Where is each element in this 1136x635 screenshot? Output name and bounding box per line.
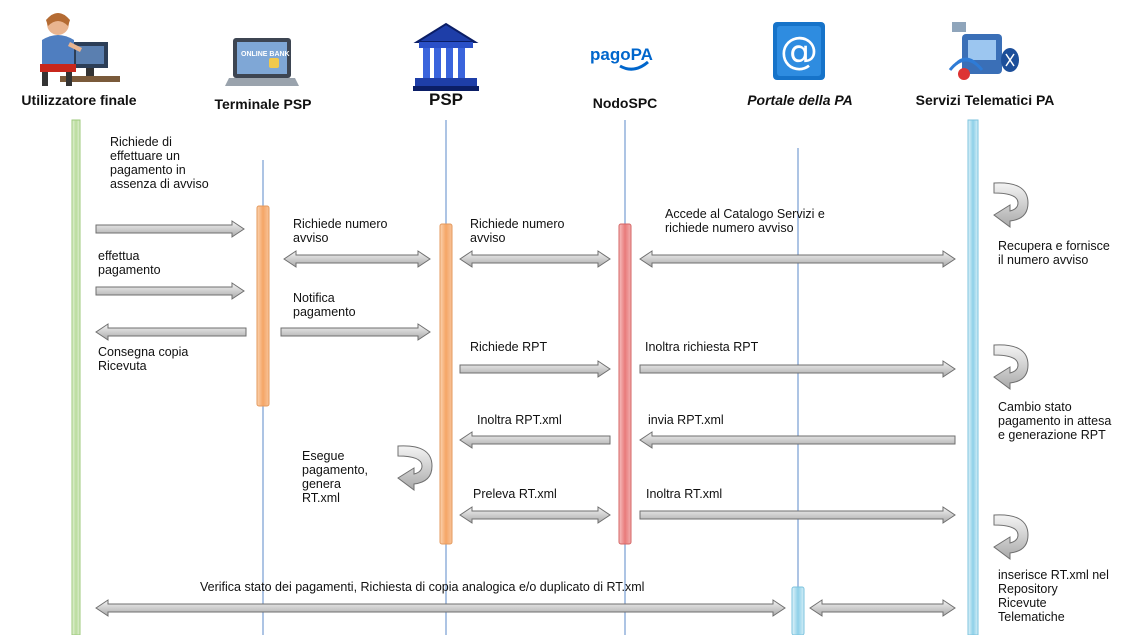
msg-richiede-numero-avviso-psp: Richiede numero avviso	[293, 217, 388, 245]
services-lifeline	[967, 119, 979, 635]
actor-terminal-label: Terminale PSP	[214, 96, 312, 112]
msg-inoltra-rpt-xml: Inoltra RPT.xml	[477, 413, 562, 427]
actor-portal-label: Portale della PA	[747, 92, 853, 108]
self-arrow-inserisce-rt	[993, 514, 1029, 560]
arrow-psp-nodo-rt-xml	[459, 506, 611, 524]
msg-esegue-pagamento: Esegue pagamento, genera RT.xml	[302, 449, 369, 505]
person-at-computer-icon	[40, 13, 120, 86]
terminal-activation-bar	[256, 205, 270, 407]
self-arrow-cambio-stato	[993, 344, 1029, 390]
arrow-services-to-nodo-rpt-xml	[639, 431, 956, 449]
arrow-terminal-to-psp-notifica	[280, 323, 431, 341]
arrow-psp-to-nodo-rpt	[459, 360, 611, 378]
bank-screen-text: ONLINE BANK	[241, 51, 290, 58]
msg-notifica-pagamento: Notifica pagamento	[293, 291, 356, 319]
msg-richiede-numero-avviso-nodo: Richiede numero avviso	[470, 217, 565, 245]
network-services-icon	[948, 22, 1019, 80]
user-lifeline	[71, 119, 81, 635]
arrow-terminal-psp-numero	[283, 250, 431, 268]
msg-verifica-stato: Verifica stato dei pagamenti, Richiesta …	[200, 580, 645, 594]
arrow-nodo-services-numero	[639, 250, 956, 268]
arrow-nodo-to-services-rt-xml	[639, 506, 956, 524]
msg-consegna-copia: Consegna copia Ricevuta	[98, 345, 189, 373]
msg-recupera-numero: Recupera e fornisce il numero avviso	[998, 239, 1110, 267]
psp-activation-bar	[439, 223, 453, 545]
msg-effettua-pagamento: effettua pagamento	[98, 249, 161, 277]
actor-nodo-label: NodoSPC	[592, 95, 658, 111]
msg-invia-rpt-xml: invia RPT.xml	[648, 413, 724, 427]
arrow-user-portal-verifica	[95, 599, 786, 617]
arrow-user-to-terminal-pagamento	[95, 282, 245, 300]
arrow-user-to-terminal-request	[95, 220, 245, 238]
msg-richiede-pagamento: Richiede di effettuare un pagamento in a…	[110, 135, 209, 191]
msg-accede-catalogo: Accede al Catalogo Servizi e richiede nu…	[665, 207, 825, 235]
arrow-terminal-to-user-ricevuta	[95, 323, 247, 341]
arrow-portal-services-verifica	[809, 599, 956, 617]
msg-inoltra-richiesta-rpt: Inoltra richiesta RPT	[645, 340, 759, 354]
msg-preleva-rt-xml: Preleva RT.xml	[473, 487, 557, 501]
self-arrow-recupera-numero	[993, 182, 1029, 228]
arrow-nodo-to-psp-rpt-xml	[459, 431, 611, 449]
pagopa-logo: pagoPA	[590, 45, 653, 71]
bank-building-icon	[413, 22, 479, 91]
msg-inoltra-rt-xml: Inoltra RT.xml	[646, 487, 723, 501]
online-bank-laptop-icon: ONLINE BANK	[225, 38, 299, 86]
portal-activation-bar	[791, 586, 805, 635]
msg-cambio-stato: Cambio stato pagamento in attesa e gener…	[998, 400, 1112, 442]
actor-user-label: Utilizzatore finale	[21, 92, 137, 108]
arrow-psp-nodo-numero	[459, 250, 611, 268]
actor-services-label: Servizi Telematici PA	[915, 92, 1055, 108]
self-arrow-esegue-pagamento	[397, 445, 433, 491]
pagopa-logo-text: pagoPA	[590, 45, 653, 64]
msg-richiede-rpt: Richiede RPT	[470, 340, 548, 354]
actor-psp-label: PSP	[428, 90, 464, 109]
msg-inserisce-rt-xml: inserisce RT.xml nel Repository Ricevute…	[998, 568, 1109, 624]
nodo-activation-bar	[618, 223, 632, 545]
arrow-nodo-to-services-rpt	[639, 360, 956, 378]
at-sign-portal-icon: @	[773, 22, 825, 80]
svg-text:@: @	[780, 29, 818, 73]
